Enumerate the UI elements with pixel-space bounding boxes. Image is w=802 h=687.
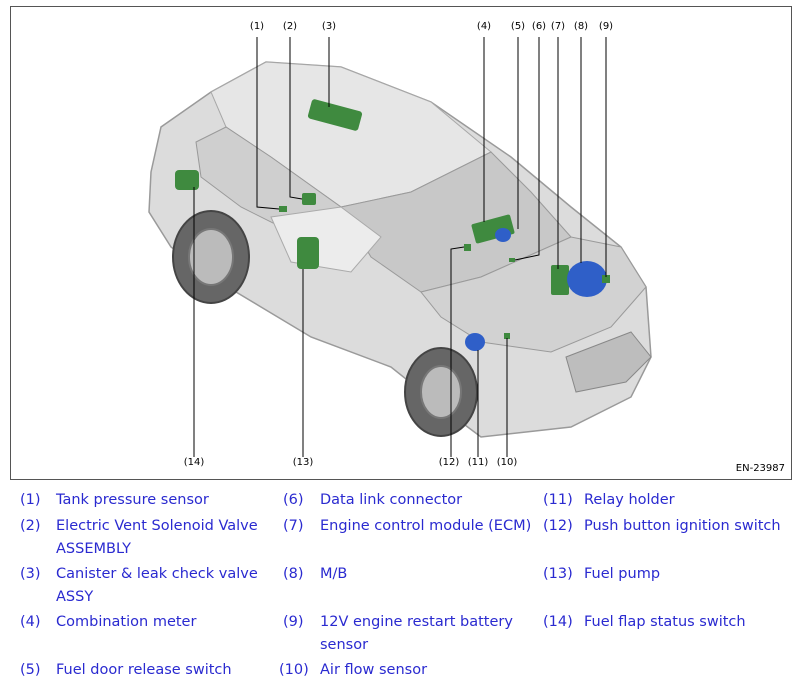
component-3-canister (307, 99, 363, 131)
leader-2 (289, 37, 303, 200)
component-14-fuel-flap-switch (175, 170, 199, 190)
diagram-figure: (1) (2) (3) (4) (5) (6) (7) (8) (9) (10)… (10, 6, 792, 480)
legend-num: (6) (283, 492, 304, 508)
component-13-fuel-pump (297, 237, 319, 269)
legend-label: 12V engine restart battery sensor (320, 614, 513, 653)
component-12-push-button (464, 244, 471, 251)
legend-num: (1) (20, 492, 41, 508)
callout-14: (14) (183, 457, 205, 468)
callout-9: (9) (598, 21, 614, 32)
leader-1 (256, 37, 280, 210)
callout-1: (1) (249, 21, 265, 32)
component-5-fuel-door-switch (495, 228, 511, 242)
callout-2: (2) (282, 21, 298, 32)
legend-label: Fuel door release switch (56, 662, 232, 678)
component-9-battery-sensor (602, 275, 610, 283)
legend-label: Canister & leak check valve ASSY (56, 566, 258, 605)
callout-7: (7) (550, 21, 566, 32)
callout-10: (10) (496, 457, 518, 468)
callout-4: (4) (476, 21, 492, 32)
legend-num: (2) (20, 518, 41, 534)
component-11-relay-holder (465, 333, 485, 351)
callout-12: (12) (438, 457, 460, 468)
callout-13: (13) (292, 457, 314, 468)
legend-label: Engine control module (ECM) (320, 518, 532, 534)
leader-12 (450, 246, 465, 457)
legend-num: (12) (543, 518, 573, 534)
legend-label: Push button ignition switch (584, 518, 781, 534)
legend-label: Electric Vent Solenoid Valve ASSEMBLY (56, 518, 258, 557)
rear-wheel (172, 210, 250, 304)
legend-label: Data link connector (320, 492, 463, 508)
legend-num: (4) (20, 614, 41, 630)
callout-3: (3) (321, 21, 337, 32)
legend-label: Tank pressure sensor (56, 492, 209, 508)
component-2-vent-valve (302, 193, 316, 205)
component-10-air-flow-sensor (504, 333, 510, 339)
figure-id: EN-23987 (735, 463, 785, 474)
legend-num: (3) (20, 566, 41, 582)
legend: (1) Tank pressure sensor (2) Electric Ve… (0, 482, 802, 687)
component-1-tank-sensor (279, 206, 287, 212)
callout-5: (5) (510, 21, 526, 32)
legend-label: M/B (320, 566, 348, 582)
leader-lines (193, 37, 607, 457)
callout-6: (6) (531, 21, 547, 32)
callout-8: (8) (573, 21, 589, 32)
legend-num: (9) (283, 614, 304, 630)
callout-11: (11) (467, 457, 489, 468)
leader-6 (514, 37, 540, 261)
component-6-dlc (509, 258, 515, 262)
legend-label: Relay holder (584, 492, 675, 508)
front-wheel (404, 347, 478, 437)
legend-label: Air flow sensor (320, 662, 428, 678)
legend-label: Fuel pump (584, 566, 661, 582)
component-7-ecm (551, 265, 569, 295)
legend-num: (13) (543, 566, 573, 582)
legend-num: (14) (543, 614, 573, 630)
car-grille (565, 331, 652, 393)
legend-num: (5) (20, 662, 41, 678)
legend-label: Combination meter (56, 614, 197, 630)
legend-label: Fuel flap status switch (584, 614, 746, 630)
legend-num: (7) (283, 518, 304, 534)
legend-num: (8) (283, 566, 304, 582)
component-8-mb (567, 261, 607, 297)
legend-num: (11) (543, 492, 573, 508)
car-illustration (148, 37, 652, 457)
legend-num: (10) (279, 662, 309, 678)
